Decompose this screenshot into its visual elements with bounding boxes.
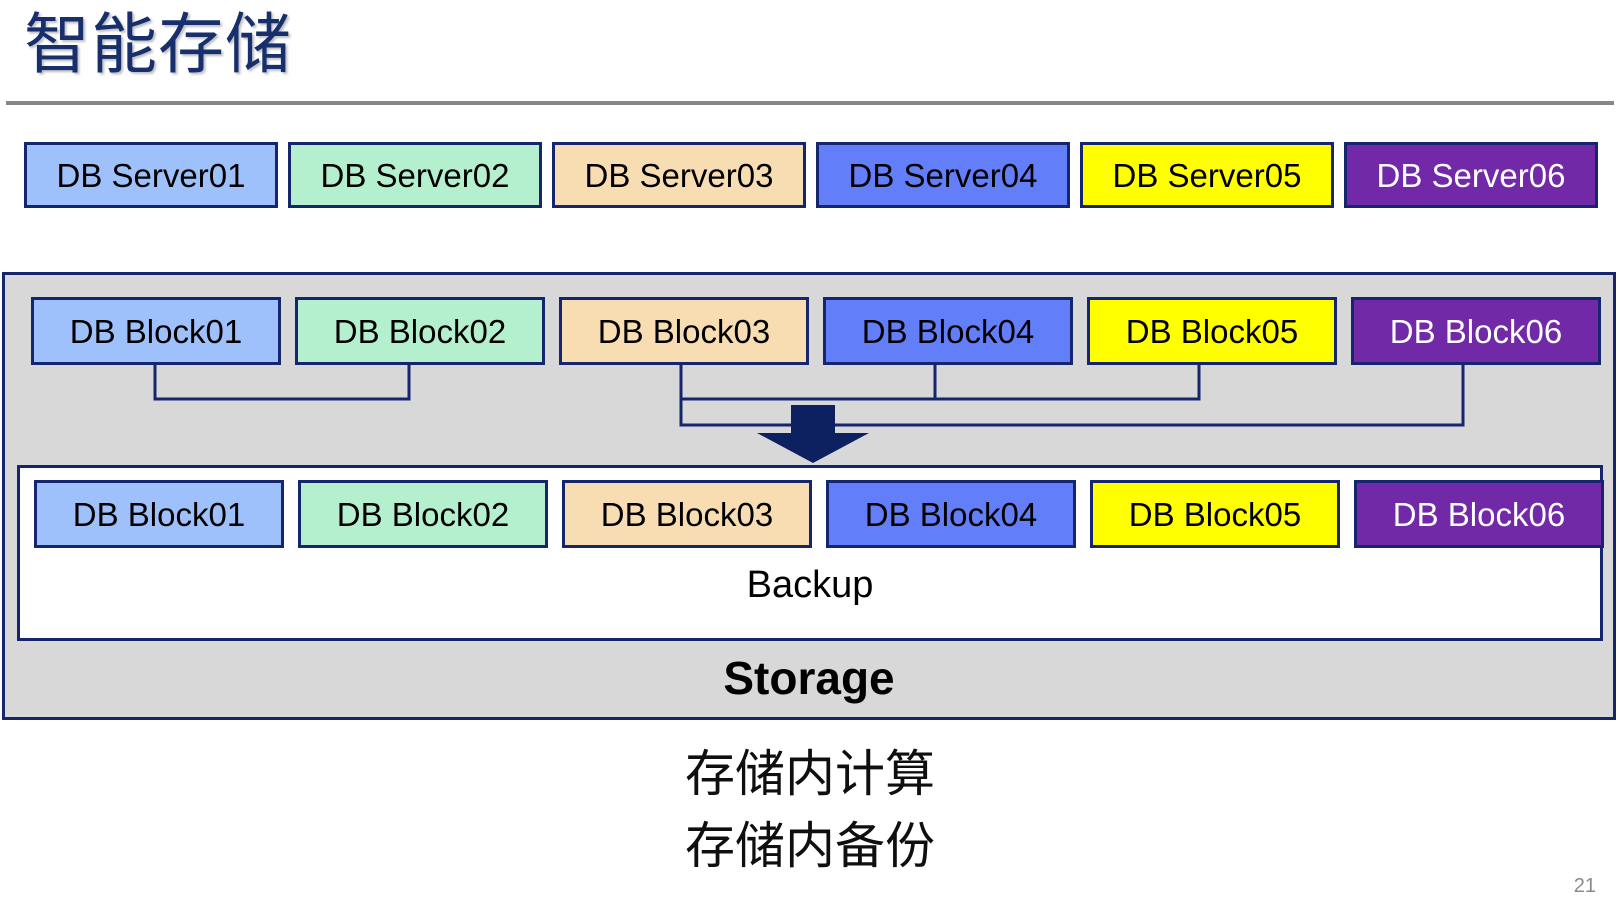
- db-block-primary-5[interactable]: DB Block05: [1087, 297, 1337, 365]
- caption-line-1: 存储内计算: [685, 746, 935, 802]
- connector-block04-block05: [933, 363, 1201, 401]
- db-block-backup-1[interactable]: DB Block01: [34, 480, 284, 548]
- connector-block03-block04: [679, 363, 937, 401]
- db-block-backup-label: DB Block03: [600, 495, 774, 533]
- db-server-5[interactable]: DB Server05: [1080, 142, 1334, 208]
- db-block-primary-label: DB Block02: [333, 312, 507, 350]
- db-block-primary-3[interactable]: DB Block03: [559, 297, 809, 365]
- db-block-primary-label: DB Block03: [597, 312, 771, 350]
- down-arrow-icon: [757, 405, 869, 463]
- db-server-row: DB Server01 DB Server02 DB Server03 DB Serv…: [0, 142, 1620, 208]
- db-block-primary-2[interactable]: DB Block02: [295, 297, 545, 365]
- db-block-backup-label: DB Block02: [336, 495, 510, 533]
- page-title: 智能存储: [24, 7, 292, 81]
- db-block-backup-2[interactable]: DB Block02: [298, 480, 548, 548]
- db-server-6[interactable]: DB Server06: [1344, 142, 1598, 208]
- db-block-backup-label: DB Block04: [864, 495, 1038, 533]
- block-connectors: [153, 363, 1465, 463]
- db-server-4[interactable]: DB Server04: [816, 142, 1070, 208]
- db-block-backup-label: DB Block05: [1128, 495, 1302, 533]
- db-server-1[interactable]: DB Server01: [24, 142, 278, 208]
- backup-label: Backup: [746, 564, 874, 606]
- db-block-primary-label: DB Block01: [69, 312, 243, 350]
- storage-label: Storage: [723, 652, 895, 704]
- db-server-label: DB Server04: [848, 156, 1038, 194]
- storage-container: DB Block01 DB Block02 DB Block03 DB Block04…: [2, 272, 1616, 720]
- connector-block01-block02: [153, 363, 411, 401]
- db-server-label: DB Server03: [584, 156, 774, 194]
- db-block-backup-6[interactable]: DB Block06: [1354, 480, 1604, 548]
- db-server-label: DB Server05: [1112, 156, 1302, 194]
- db-block-row-backup: DB Block01 DB Block02 DB Block03 DB Block04…: [8, 480, 1616, 548]
- db-block-backup-label: DB Block06: [1392, 495, 1566, 533]
- db-block-backup-5[interactable]: DB Block05: [1090, 480, 1340, 548]
- db-server-label: DB Server02: [320, 156, 510, 194]
- db-block-backup-label: DB Block01: [72, 495, 246, 533]
- db-server-2[interactable]: DB Server02: [288, 142, 542, 208]
- db-block-primary-label: DB Block06: [1389, 312, 1563, 350]
- caption-group: 存储内计算存储内备份: [0, 738, 1620, 882]
- db-block-primary-6[interactable]: DB Block06: [1351, 297, 1601, 365]
- connector-block05-block06: [679, 363, 1465, 427]
- db-block-primary-label: DB Block05: [1125, 312, 1299, 350]
- db-block-primary-label: DB Block04: [861, 312, 1035, 350]
- db-block-backup-4[interactable]: DB Block04: [826, 480, 1076, 548]
- db-block-primary-1[interactable]: DB Block01: [31, 297, 281, 365]
- db-block-row-primary: DB Block01 DB Block02 DB Block03 DB Block04…: [5, 297, 1613, 365]
- db-block-primary-4[interactable]: DB Block04: [823, 297, 1073, 365]
- db-server-label: DB Server06: [1376, 156, 1566, 194]
- backup-panel: DB Block01 DB Block02 DB Block03 DB Block04…: [17, 465, 1604, 641]
- db-block-backup-3[interactable]: DB Block03: [562, 480, 812, 548]
- page-number: 21: [1573, 875, 1596, 897]
- db-server-label: DB Server01: [56, 156, 246, 194]
- caption-line-2: 存储内备份: [685, 818, 935, 874]
- title-divider: [6, 101, 1614, 105]
- db-server-3[interactable]: DB Server03: [552, 142, 806, 208]
